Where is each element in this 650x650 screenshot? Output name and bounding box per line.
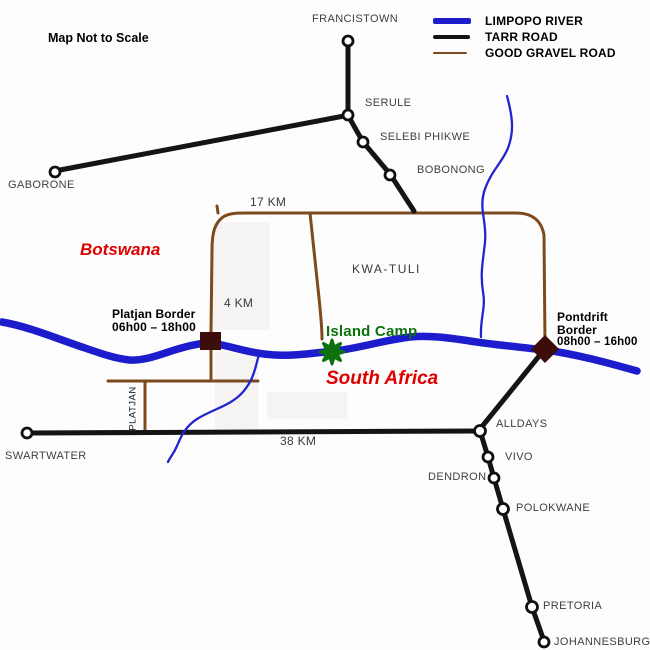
town-label-johannesburg: JOHANNESBURG	[554, 636, 650, 648]
legend-label-good-gravel-road: GOOD GRAVEL ROAD	[485, 46, 616, 60]
tar-road-gaborone-serule	[57, 113, 347, 173]
town-label-vivo: VIVO	[505, 451, 533, 463]
legend: LIMPOPO RIVER TARR ROAD GOOD GRAVEL ROAD	[433, 13, 616, 61]
good-gravel-road-swatch	[433, 51, 467, 55]
tar-road-serule-tuli	[347, 116, 417, 214]
island-camp-label: Island Camp	[326, 323, 418, 340]
town-marker-vivo	[481, 450, 495, 464]
town-marker-selebi-phikwe	[356, 135, 370, 149]
legend-row-good-gravel-road: GOOD GRAVEL ROAD	[433, 45, 616, 61]
distance-label-38km: 38 KM	[280, 434, 317, 448]
town-label-swartwater: SWARTWATER	[5, 450, 87, 462]
town-marker-dendron	[487, 471, 501, 485]
legend-row-tarr-road: TARR ROAD	[433, 29, 616, 45]
tar-road-swartwater-alldays	[27, 428, 481, 436]
pontdrift-border-marker	[531, 335, 559, 363]
platjan-border-marker	[200, 332, 221, 350]
distance-label-4km: 4 KM	[224, 296, 254, 310]
town-label-pretoria: PRETORIA	[543, 600, 603, 612]
town-label-dendron: DENDRON	[428, 471, 487, 483]
island-camp-marker	[318, 338, 346, 366]
pontdrift-border-title-line1: Pontdrift	[557, 310, 608, 324]
town-marker-serule	[341, 108, 355, 122]
scan-patch	[213, 222, 270, 330]
town-marker-pretoria	[525, 600, 539, 614]
scan-patch	[267, 392, 347, 419]
platjan-border-hours: 06h00 – 18h00	[112, 319, 196, 334]
river-tributary-southwest	[166, 352, 261, 464]
scan-patch	[215, 352, 258, 430]
town-marker-gaborone	[48, 165, 62, 179]
distance-label-17km: 17 KM	[250, 195, 287, 209]
town-label-serule: SERULE	[365, 97, 412, 109]
map-scale-note: Map Not to Scale	[48, 31, 149, 45]
area-label-kwa-tuli: KWA-TULI	[352, 262, 421, 276]
pontdrift-border-hours: 08h00 – 16h00	[557, 336, 638, 348]
gravel-road-island-camp	[308, 211, 324, 341]
town-marker-alldays	[473, 424, 487, 438]
region-label-south-africa: South Africa	[326, 368, 439, 389]
town-marker-bobonong	[383, 168, 397, 182]
town-label-polokwane: POLOKWANE	[516, 502, 591, 514]
tar-road-alldays-pontdrift	[477, 347, 547, 432]
town-marker-swartwater	[20, 426, 34, 440]
platjan-border-label: Platjan Border 06h00 – 18h00	[112, 308, 196, 333]
gravel-road-tick	[215, 204, 220, 215]
town-marker-polokwane	[496, 502, 510, 516]
town-label-selebi-phikwe: SELEBI PHIKWE	[380, 131, 471, 143]
region-label-botswana: Botswana	[80, 240, 161, 259]
town-label-gaborone: GABORONE	[8, 179, 75, 191]
limpopo-river-swatch	[433, 18, 471, 24]
limpopo-river-path	[0, 318, 641, 375]
river-tributary-north	[479, 94, 514, 339]
legend-label-tarr-road: TARR ROAD	[485, 30, 558, 44]
town-marker-francistown	[341, 34, 355, 48]
town-label-bobonong: BOBONONG	[417, 164, 485, 176]
pontdrift-border-label: Pontdrift Border 08h00 – 16h00	[557, 311, 638, 349]
town-marker-johannesburg	[537, 635, 551, 649]
platjan-border-title: Platjan Border	[112, 307, 196, 321]
legend-label-limpopo-river: LIMPOPO RIVER	[485, 14, 583, 28]
tarr-road-swatch	[433, 34, 470, 40]
pontdrift-border-title-line2: Border	[557, 322, 597, 337]
legend-row-limpopo-river: LIMPOPO RIVER	[433, 13, 616, 29]
gravel-road-tuli-loop	[209, 211, 547, 345]
town-label-francistown: FRANCISTOWN	[312, 13, 399, 25]
road-label-platjan: PLATJAN	[127, 386, 139, 431]
town-label-alldays: ALLDAYS	[496, 418, 548, 430]
